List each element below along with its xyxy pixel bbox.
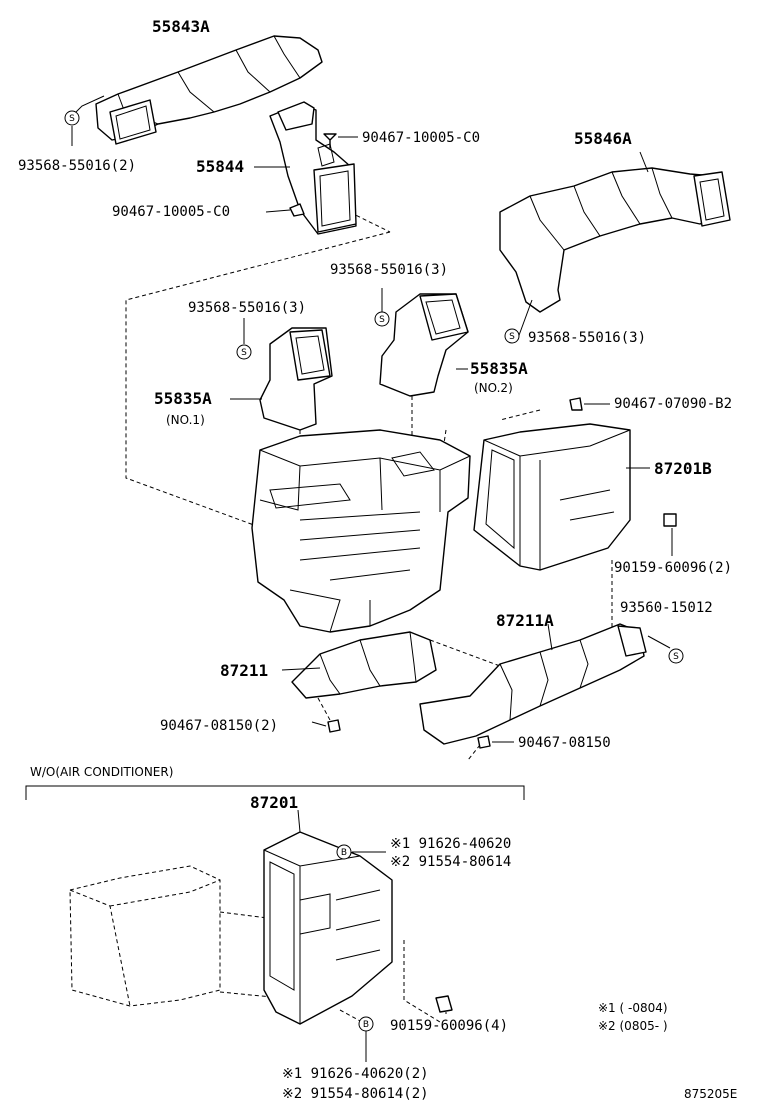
label-90467-10005-a: 90467-10005-C0	[362, 130, 480, 146]
note-2-range: ※2 (0805- )	[598, 1019, 668, 1033]
label-55846A: 55846A	[574, 129, 632, 148]
s-symbol: S	[374, 311, 390, 327]
svg-text:S: S	[509, 332, 515, 342]
label-90467-10005-b: 90467-10005-C0	[112, 204, 230, 220]
svg-text:S: S	[241, 348, 247, 358]
label-note1-91626-bottom: ※1 91626-40620(2)	[282, 1066, 429, 1082]
svg-text:S: S	[69, 114, 75, 124]
label-87201B: 87201B	[654, 459, 712, 478]
label-87211A: 87211A	[496, 611, 554, 630]
s-symbol: S	[668, 648, 684, 664]
label-note2-91554-bottom: ※2 91554-80614(2)	[282, 1086, 429, 1102]
label-93568-55016-3-a: 93568-55016(3)	[330, 262, 448, 278]
label-90159-60096-2: 90159-60096(2)	[614, 560, 732, 576]
label-note2-91554-top: ※2 91554-80614	[390, 854, 511, 870]
s-symbol: S	[236, 344, 252, 360]
label-90467-08150-2: 90467-08150(2)	[160, 718, 278, 734]
leader-lines	[71, 95, 673, 1062]
part-labels: 55843A 93568-55016(2) 90467-10005-C0 558…	[18, 17, 737, 1102]
label-no1: (NO.1)	[166, 413, 205, 427]
svg-text:S: S	[673, 652, 679, 662]
b-symbol: B	[336, 844, 352, 860]
label-90467-07090: 90467-07090-B2	[614, 396, 732, 412]
symbol-markers: S S S S S B B	[64, 110, 684, 1032]
svg-text:B: B	[363, 1020, 369, 1030]
label-93568-55016-3-c: 93568-55016(3)	[528, 330, 646, 346]
duct-55835A-no1	[259, 327, 333, 431]
svg-text:B: B	[341, 848, 347, 858]
label-90467-08150: 90467-08150	[518, 735, 611, 751]
case-87201B	[473, 423, 631, 571]
duct-87211	[291, 631, 437, 699]
duct-55844	[269, 101, 357, 235]
duct-55835A-no2	[379, 293, 469, 397]
heater-unit	[251, 429, 471, 633]
label-55844: 55844	[196, 157, 244, 176]
label-87201: 87201	[250, 793, 298, 812]
label-93568-55016-3-b: 93568-55016(3)	[188, 300, 306, 316]
duct-55843A	[95, 35, 323, 145]
label-wo-air-conditioner: W/O(AIR CONDITIONER)	[30, 765, 173, 779]
label-93568-55016-2: 93568-55016(2)	[18, 158, 136, 174]
s-symbol: S	[64, 110, 80, 126]
svg-text:S: S	[379, 315, 385, 325]
label-55835A-no2: 55835A	[470, 359, 528, 378]
s-symbol: S	[504, 328, 520, 344]
label-93560-15012: 93560-15012	[620, 600, 713, 616]
duct-87211A	[419, 623, 647, 745]
b-symbol: B	[358, 1016, 374, 1032]
figure-id: 875205E	[684, 1087, 737, 1101]
label-note1-91626-top: ※1 91626-40620	[390, 836, 511, 852]
wo-ac-bracket	[25, 785, 525, 800]
label-87211: 87211	[220, 661, 268, 680]
label-90159-60096-4: 90159-60096(4)	[390, 1018, 508, 1034]
label-no2: (NO.2)	[474, 381, 513, 395]
label-55835A-no1: 55835A	[154, 389, 212, 408]
note-1-range: ※1 ( -0804)	[598, 1001, 668, 1015]
fasteners	[289, 133, 677, 1013]
duct-55846A	[499, 167, 731, 313]
unit-87201-wo-ac	[69, 831, 393, 1025]
label-55843A: 55843A	[152, 17, 210, 36]
